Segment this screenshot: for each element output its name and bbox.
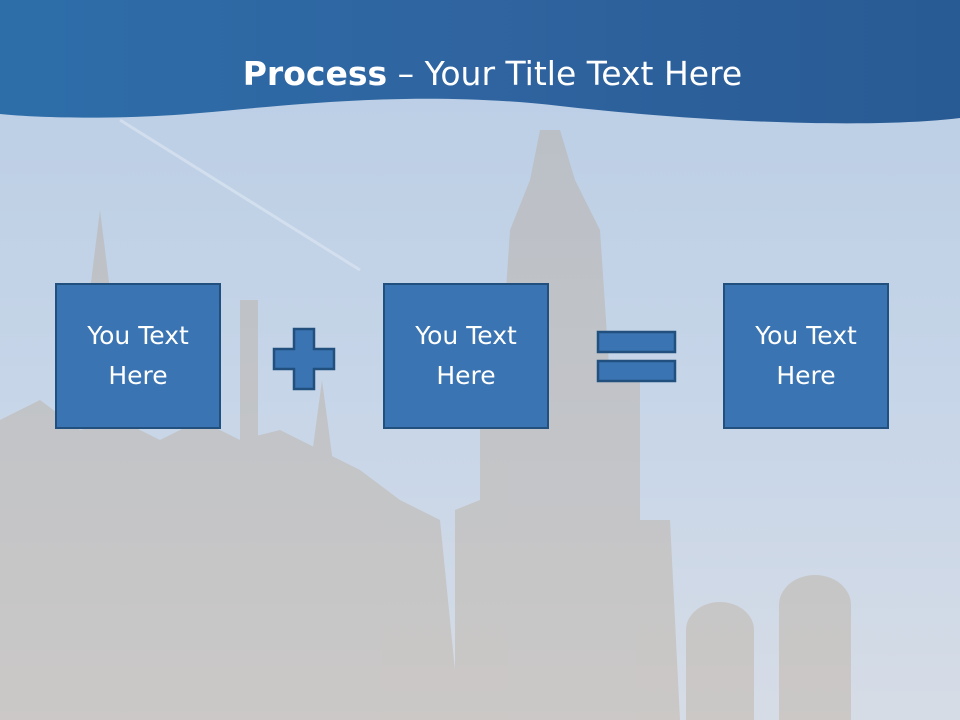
slide-title: Process – Your Title Text Here [0, 52, 960, 96]
title-rest: – Your Title Text Here [387, 54, 743, 93]
process-box-label: You Text Here [755, 321, 857, 390]
equals-icon [596, 330, 677, 383]
title-bold: Process [242, 54, 388, 93]
process-box-1[interactable]: You Text Here [55, 283, 221, 429]
plus-icon [272, 327, 336, 391]
process-box-label: You Text Here [415, 321, 517, 390]
process-box-3[interactable]: You Text Here [723, 283, 889, 429]
process-box-label: You Text Here [87, 321, 189, 390]
process-box-2[interactable]: You Text Here [383, 283, 549, 429]
